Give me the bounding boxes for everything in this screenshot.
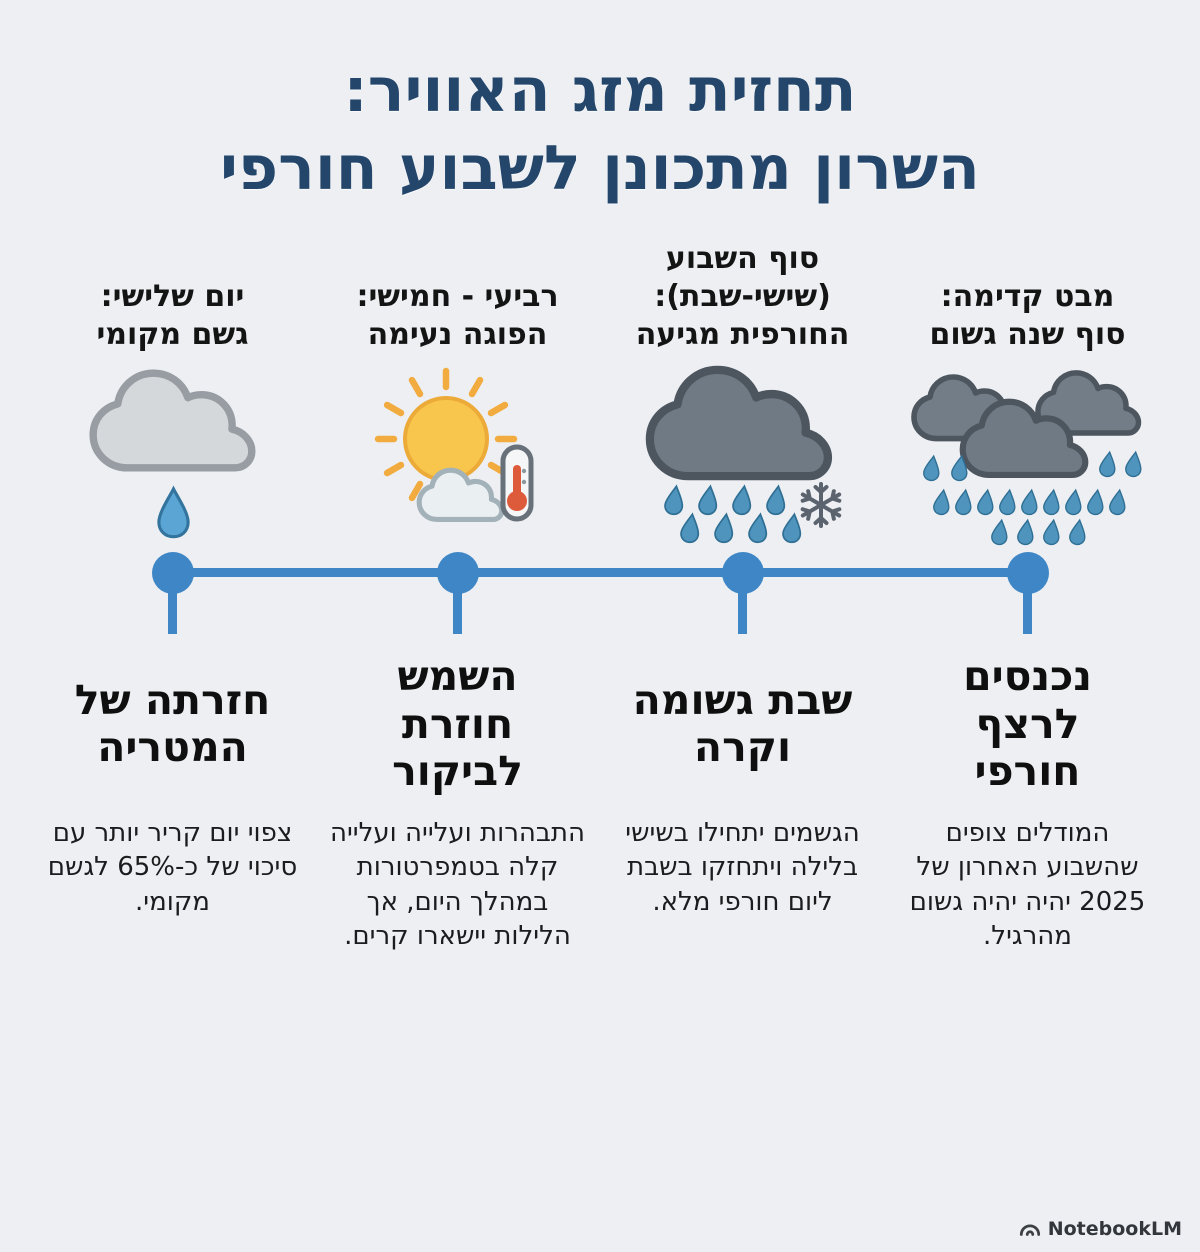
- timeline-dot-3: [721, 552, 764, 595]
- column-4-body: המודלים צופים שהשבוע האחרון של 2025 יהיה…: [909, 818, 1146, 952]
- column-3-body: הגשמים יתחילו בשישי בלילה ויתחזקו בשבת ל…: [625, 818, 860, 917]
- timeline-line: [172, 568, 1028, 578]
- timeline: [30, 552, 1170, 635]
- heavy-rain-clouds-icon: [906, 358, 1150, 550]
- column-4-label: מבט קדימה: סוף שנה גשום: [929, 278, 1126, 353]
- column-1-label: יום שלישי: גשם מקומי: [96, 278, 249, 353]
- icon-row: יום שלישי: גשם מקומי רביעי - חמישי: הפוג…: [0, 236, 1200, 550]
- column-tuesday-top: יום שלישי: גשם מקומי: [30, 236, 315, 550]
- column-tuesday-details: חזרתה של המטריה צפוי יום קריר יותר עם סי…: [30, 640, 315, 953]
- column-ahead-details: נכנסים לרצף חורפי המודלים צופים שהשבוע ה…: [885, 640, 1170, 953]
- column-ahead-top: מבט קדימה: סוף שנה גשום: [885, 236, 1170, 550]
- column-wed-thu-details: השמש חוזרת לביקור התבהרות ועלייה ועלייה …: [315, 640, 600, 953]
- column-2-label: רביעי - חמישי: הפוגה נעימה: [356, 278, 559, 353]
- storm-cloud-rain-snow-icon: [637, 358, 849, 550]
- timeline-dot-1: [151, 552, 194, 595]
- infographic-canvas: תחזית מזג האוויר: השרון מתכונן לשבוע חור…: [0, 52, 1200, 1252]
- column-2-body: התבהרות ועלייה ועלייה קלה בטמפרטורות במה…: [330, 818, 585, 952]
- column-3-heading: שבת גשומה וקרה: [632, 676, 853, 772]
- cloud-light-rain-icon: [78, 358, 268, 550]
- timeline-stem-4: [1023, 592, 1032, 635]
- column-weekend-details: שבת גשומה וקרה הגשמים יתחילו בשישי בלילה…: [600, 640, 885, 953]
- column-4-heading: נכנסים לרצף חורפי: [963, 652, 1092, 795]
- column-1-body: צפוי יום קריר יותר עם סיכוי של כ-65% לגש…: [47, 818, 298, 917]
- column-wed-thu-top: רביעי - חמישי: הפוגה נעימה: [315, 236, 600, 550]
- timeline-stem-1: [168, 592, 177, 635]
- timeline-stem-3: [738, 592, 747, 635]
- timeline-dot-4: [1006, 552, 1049, 595]
- details-row: חזרתה של המטריה צפוי יום קריר יותר עם סי…: [0, 640, 1200, 953]
- column-weekend-top: סוף השבוע (שישי-שבת): החורפית מגיעה: [600, 236, 885, 550]
- column-3-label: סוף השבוע (שישי-שבת): החורפית מגיעה: [635, 240, 850, 353]
- page-title: תחזית מזג האוויר: השרון מתכונן לשבוע חור…: [220, 55, 980, 205]
- column-2-heading: השמש חוזרת לביקור: [392, 652, 523, 795]
- notebooklm-logo-icon: [1019, 1221, 1041, 1238]
- column-1-heading: חזרתה של המטריה: [74, 676, 271, 772]
- timeline-dot-2: [436, 552, 479, 595]
- timeline-stem-2: [453, 592, 462, 635]
- footer-brand: NotebookLM: [1019, 1218, 1182, 1240]
- footer-brand-label: NotebookLM: [1047, 1218, 1182, 1240]
- sun-cloud-thermometer-icon: [360, 358, 556, 550]
